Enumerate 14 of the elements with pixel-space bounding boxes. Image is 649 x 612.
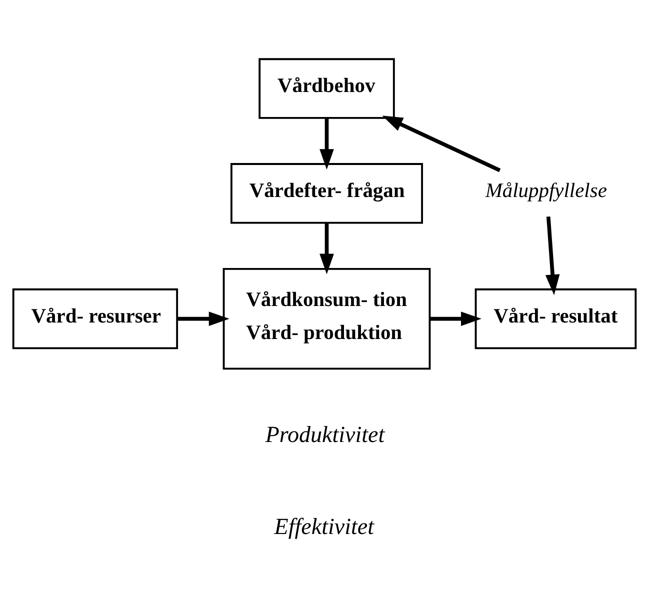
label: Produktivitet	[265, 421, 385, 448]
node-box: Vårdkonsum- tion Vård- produktion	[222, 268, 431, 370]
label: Effektivitet	[274, 513, 374, 540]
node-text: Måluppfyllelse	[485, 180, 607, 202]
node-box: Vård- resurser	[12, 288, 178, 350]
arrow	[320, 223, 334, 274]
arrow	[382, 116, 501, 172]
arrow	[320, 118, 334, 170]
node-box: Vårdbehov	[258, 58, 395, 119]
node-box: Vårdefter- frågan	[230, 163, 423, 224]
arrow	[545, 216, 560, 296]
node-box: Vård- resultat	[474, 288, 637, 350]
arrow	[178, 312, 230, 326]
arrow	[430, 312, 482, 326]
